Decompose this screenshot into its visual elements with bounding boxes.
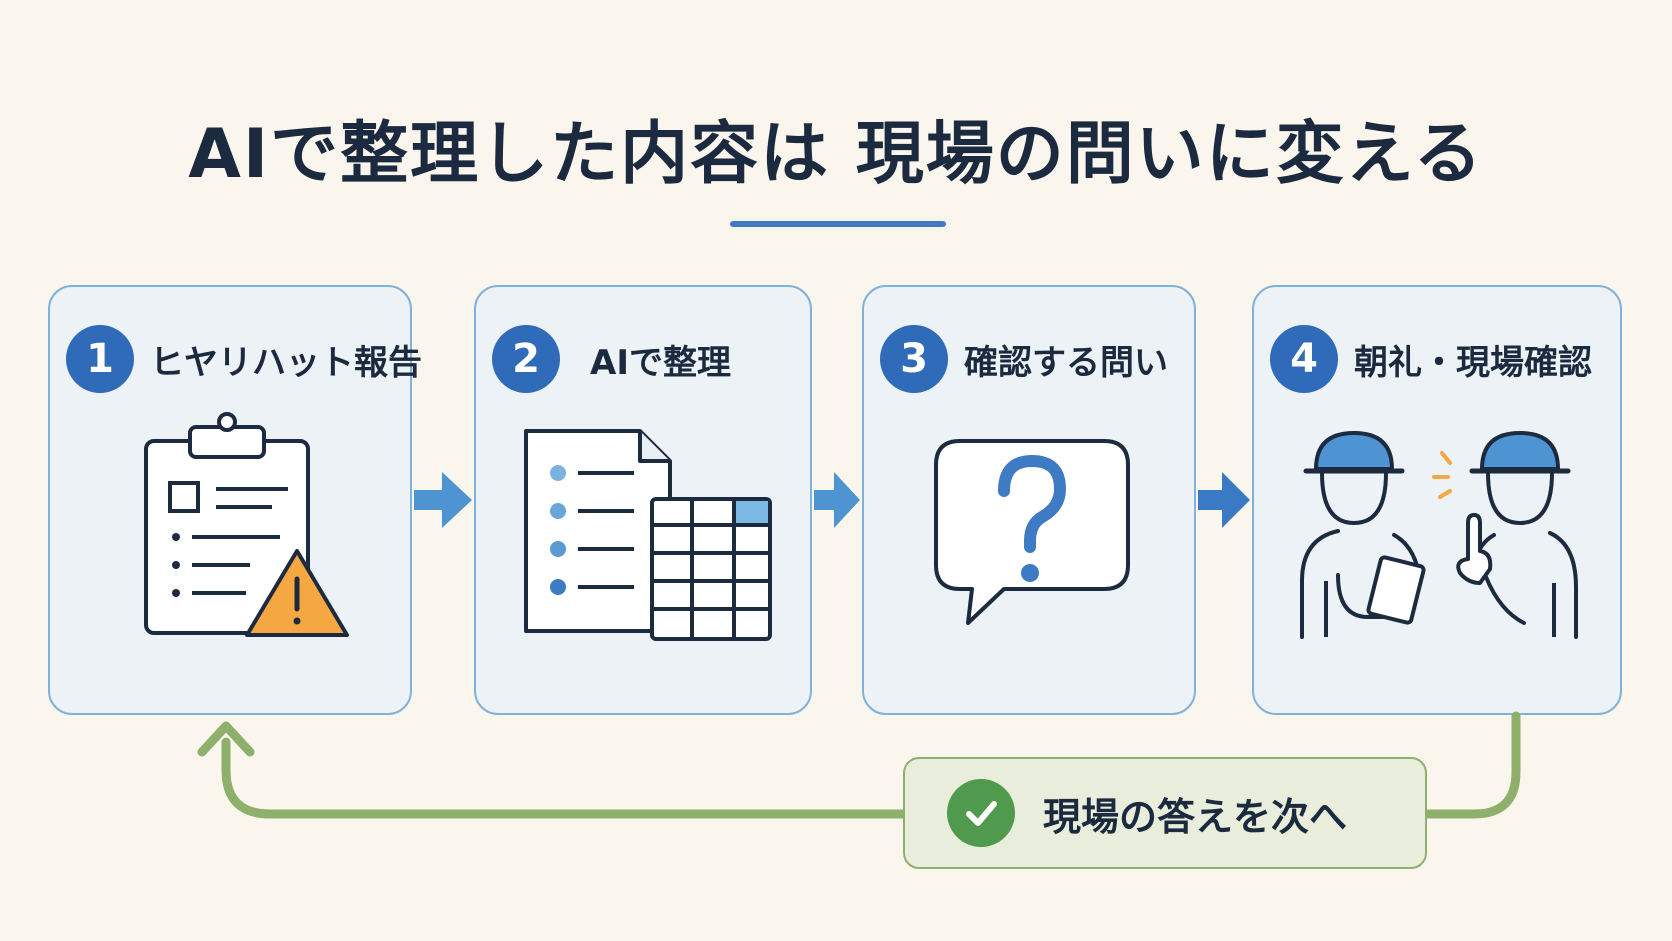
flow-arrow-1 bbox=[414, 472, 472, 528]
feedback-box: 現場の答えを次へ bbox=[903, 757, 1427, 869]
feedback-label: 現場の答えを次へ bbox=[1043, 794, 1348, 839]
step-card-4: 4 朝礼・現場確認 bbox=[1252, 285, 1622, 715]
step-label: ヒヤリハット報告 bbox=[150, 342, 422, 383]
step-card-1: 1 ヒヤリハット報告 bbox=[48, 285, 422, 715]
page-title: AIで整理した内容は 現場の問いに変える bbox=[188, 115, 1484, 194]
step-label: 確認する問い bbox=[964, 342, 1168, 383]
clipboard-warning-icon bbox=[144, 412, 349, 637]
flow-arrow-2 bbox=[814, 472, 860, 528]
workers-discussion-icon bbox=[1300, 431, 1578, 639]
step-number-badge: 3 bbox=[880, 325, 948, 393]
step-card-3: 3 確認する問い bbox=[862, 285, 1196, 715]
step-number-badge: 2 bbox=[492, 325, 560, 393]
step-number-badge: 4 bbox=[1270, 325, 1338, 393]
step-card-2: 2 AIで整理 bbox=[474, 285, 812, 715]
flow-arrow-3 bbox=[1198, 472, 1250, 528]
check-icon bbox=[947, 779, 1015, 847]
document-table-icon bbox=[524, 429, 772, 641]
title-underline bbox=[730, 221, 946, 227]
step-label: AIで整理 bbox=[590, 342, 731, 383]
step-number-badge: 1 bbox=[66, 325, 134, 393]
step-label: 朝礼・現場確認 bbox=[1354, 342, 1592, 383]
question-bubble-icon bbox=[934, 439, 1130, 625]
